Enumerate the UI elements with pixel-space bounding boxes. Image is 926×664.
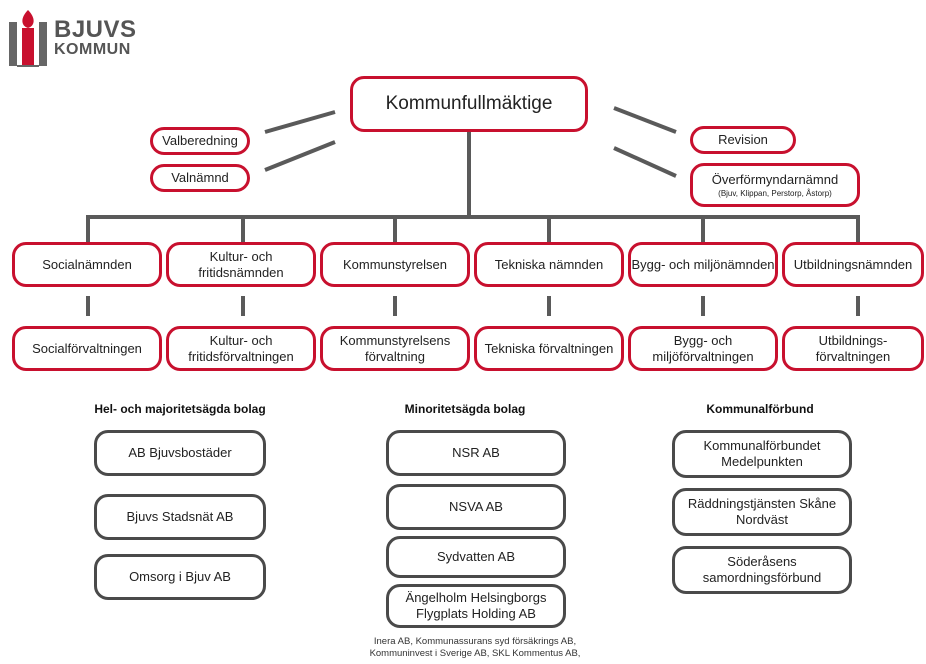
bus-line-vertical (467, 132, 471, 218)
board-admin-connector-2 (241, 296, 245, 316)
company-label: Omsorg i Bjuv AB (129, 569, 231, 585)
federation-medelpunkten[interactable]: Kommunalförbundet Medelpunkten (672, 430, 852, 478)
admin-label: Tekniska förvaltningen (484, 340, 614, 356)
owned-companies-heading: Hel- och majoritetsägda bolag (94, 402, 266, 416)
company-label: Bjuvs Stadsnät AB (126, 509, 234, 525)
federations-heading: Kommunalförbund (706, 402, 814, 416)
board-admin-connector-6 (856, 296, 860, 316)
admin-utbildning[interactable]: Utbildnings- förvaltningen (782, 326, 924, 371)
owned-company-omsorg[interactable]: Omsorg i Bjuv AB (94, 554, 266, 600)
council-box[interactable]: Kommunfullmäktige (350, 76, 588, 132)
owned-company-stadsnat[interactable]: Bjuvs Stadsnät AB (94, 494, 266, 540)
drop-line-3 (393, 215, 397, 243)
logo: BJUVS KOMMUN (8, 8, 188, 70)
logo-text-kommun: KOMMUN (54, 41, 131, 58)
admin-kommunstyrelsen[interactable]: Kommunstyrelsens förvaltning (320, 326, 470, 371)
board-label: Bygg- och miljönämnden (631, 256, 775, 272)
federation-soderasens[interactable]: Söderåsens samordningsförbund (672, 546, 852, 594)
board-bygg-miljo[interactable]: Bygg- och miljönämnden (628, 242, 778, 287)
board-kultur-fritid[interactable]: Kultur- och fritidsnämnden (166, 242, 316, 287)
revision-label: Revision (718, 132, 768, 148)
valberedning-label: Valberedning (162, 133, 238, 149)
board-admin-connector-3 (393, 296, 397, 316)
valberedning-box[interactable]: Valberedning (150, 127, 250, 155)
company-label: AB Bjuvsbostäder (128, 445, 232, 461)
drop-line-4 (547, 215, 551, 243)
valnamnd-label: Valnämnd (171, 170, 229, 186)
board-label: Utbildningsnämnden (793, 256, 913, 272)
overformyndarnamnd-box[interactable]: Överförmyndarnämnd (Bjuv, Klippan, Perst… (690, 163, 860, 207)
board-socialnamnden[interactable]: Socialnämnden (12, 242, 162, 287)
admin-bygg-miljo[interactable]: Bygg- och miljöförvaltningen (628, 326, 778, 371)
drop-line-2 (241, 215, 245, 243)
board-admin-connector-1 (86, 296, 90, 316)
company-label: NSR AB (452, 445, 500, 461)
minority-company-nsva[interactable]: NSVA AB (386, 484, 566, 530)
company-label: Ängelholm Helsingborgs Flygplats Holding… (405, 590, 547, 621)
minority-company-nsr[interactable]: NSR AB (386, 430, 566, 476)
admin-label: Socialförvaltningen (32, 340, 142, 356)
logo-emblem-icon (9, 10, 47, 67)
drop-line-6 (856, 215, 860, 243)
admin-kultur-fritid[interactable]: Kultur- och fritidsförvaltningen (166, 326, 316, 371)
board-label: Kommunstyrelsen (342, 256, 448, 272)
admin-label: Kommunstyrelsens förvaltning (339, 332, 451, 364)
company-label: NSVA AB (449, 499, 503, 515)
drop-line-5 (701, 215, 705, 243)
admin-label: Bygg- och miljöförvaltningen (652, 332, 754, 364)
minority-company-sydvatten[interactable]: Sydvatten AB (386, 536, 566, 578)
overformyndarnamnd-sub: (Bjuv, Klippan, Perstorp, Åstorp) (718, 188, 832, 198)
revision-box[interactable]: Revision (690, 126, 796, 154)
admin-socialforvaltningen[interactable]: Socialförvaltningen (12, 326, 162, 371)
owned-company-bjuvsbostader[interactable]: AB Bjuvsbostäder (94, 430, 266, 476)
footnote-line-1: Inera AB, Kommunassurans syd försäkrings… (373, 636, 577, 647)
valnamnd-box[interactable]: Valnämnd (150, 164, 250, 192)
overformyndarnamnd-label: Överförmyndarnämnd (711, 171, 839, 187)
admin-label: Utbildnings- förvaltningen (815, 332, 891, 364)
board-label: Kultur- och fritidsnämnden (198, 248, 284, 280)
board-label: Socialnämnden (42, 256, 132, 272)
federation-label: Räddningstjänsten Skåne Nordväst (687, 496, 837, 527)
federation-label: Söderåsens samordningsförbund (702, 554, 822, 585)
footnote-line-2: Kommuninvest i Sverige AB, SKL Kommentus… (369, 647, 581, 659)
minority-company-angelholm-flygplats[interactable]: Ängelholm Helsingborgs Flygplats Holding… (386, 584, 566, 628)
board-admin-connector-5 (701, 296, 705, 316)
bus-line-horizontal (86, 215, 858, 219)
admin-label: Kultur- och fritidsförvaltningen (188, 332, 294, 364)
federation-raddningstjansten[interactable]: Räddningstjänsten Skåne Nordväst (672, 488, 852, 536)
board-admin-connector-4 (547, 296, 551, 316)
admin-tekniska[interactable]: Tekniska förvaltningen (474, 326, 624, 371)
minority-companies-heading: Minoritetsägda bolag (404, 402, 526, 416)
board-label: Tekniska nämnden (494, 256, 604, 272)
board-tekniska[interactable]: Tekniska nämnden (474, 242, 624, 287)
footnote: Inera AB, Kommunassurans syd försäkrings… (305, 636, 645, 660)
board-kommunstyrelsen[interactable]: Kommunstyrelsen (320, 242, 470, 287)
board-utbildning[interactable]: Utbildningsnämnden (782, 242, 924, 287)
logo-text-bjuvs: BJUVS (54, 16, 137, 43)
drop-line-1 (86, 215, 90, 243)
federation-label: Kommunalförbundet Medelpunkten (703, 438, 821, 469)
council-label: Kommunfullmäktige (385, 92, 553, 114)
company-label: Sydvatten AB (436, 549, 516, 565)
